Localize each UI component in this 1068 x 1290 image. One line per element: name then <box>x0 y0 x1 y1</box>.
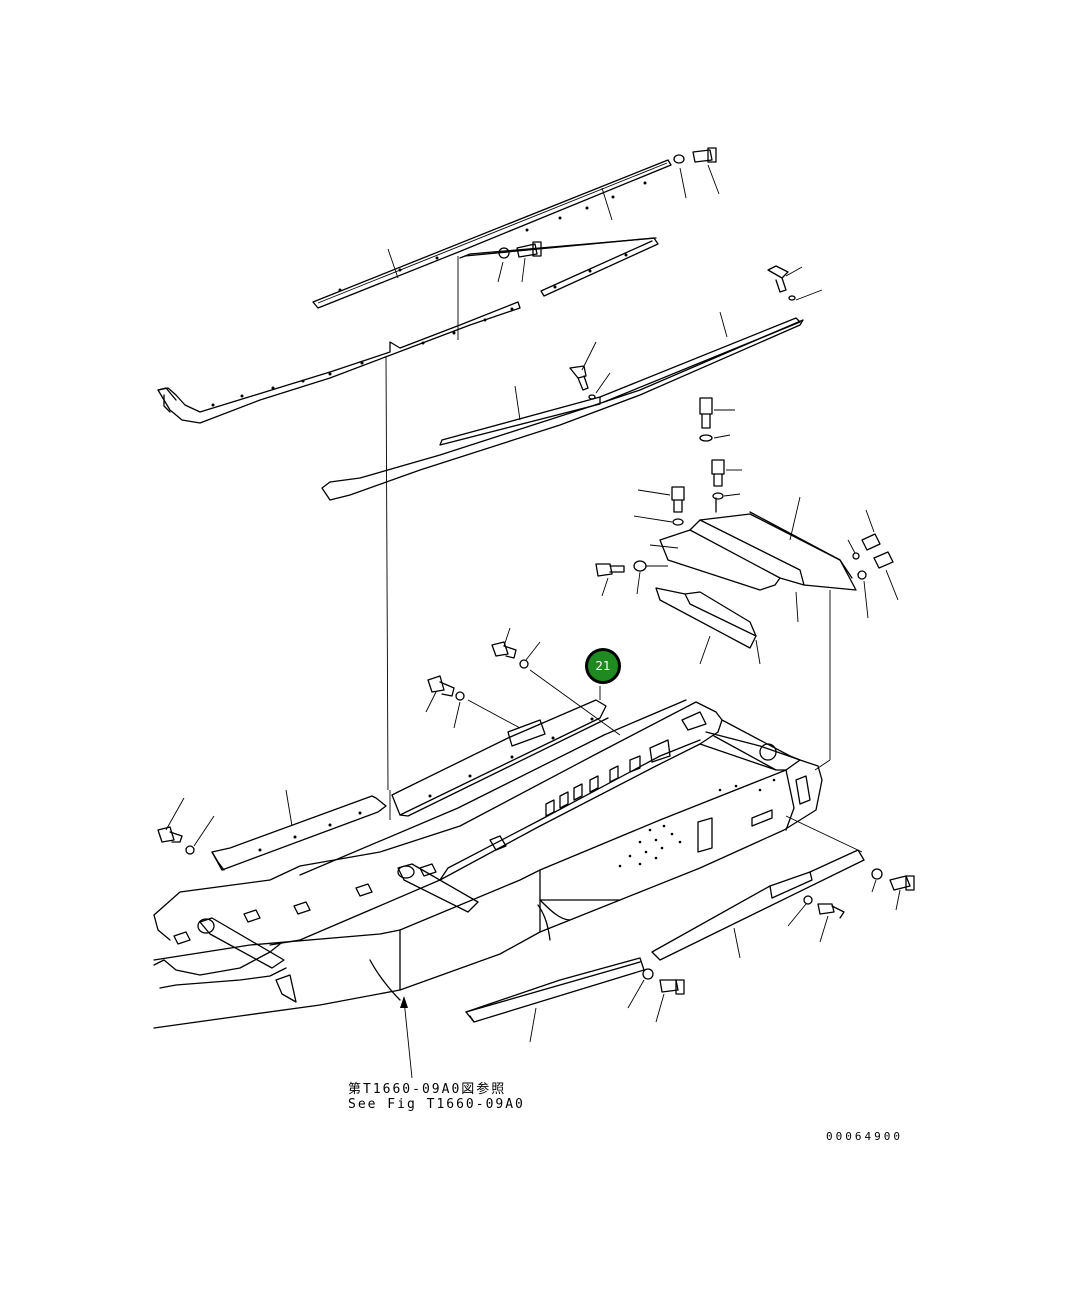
bracket-bolt-a <box>699 397 713 442</box>
bracket-bolt-b <box>711 459 725 500</box>
left-cover-plate <box>211 795 387 871</box>
upper-curved-cover <box>157 301 521 424</box>
cover-plate-21 <box>391 699 609 817</box>
bolt-washer-2 <box>498 241 542 259</box>
far-right-bolts <box>852 533 894 580</box>
middle-rail-bolt <box>569 365 596 400</box>
left-cover-bolt <box>157 826 195 855</box>
reference-en: See Fig T1660-09A0 <box>348 1097 525 1112</box>
cover-bolt-a <box>491 641 529 669</box>
reference-jp: 第T1660-09A0図参照 <box>348 1082 507 1097</box>
top-rail-strip <box>312 159 672 309</box>
right-lower-bolt-b <box>803 895 845 919</box>
main-track-frame <box>153 699 823 1029</box>
bottom-strip-bolt <box>642 968 685 995</box>
drawing-number: 00064900 <box>826 1130 903 1143</box>
rail-strip-2 <box>459 237 659 297</box>
upper-right-bolt <box>767 265 796 301</box>
callout-21[interactable]: 21 <box>585 648 621 684</box>
callout-21-label: 21 <box>595 659 611 673</box>
bracket-bolt-c <box>671 486 685 526</box>
cover-bolt-b <box>427 675 465 701</box>
top-rail-bolt <box>673 147 717 164</box>
bracket-side-bolt <box>595 560 647 577</box>
right-lower-bolt-a <box>871 868 915 891</box>
right-bracket-assembly <box>655 511 857 649</box>
middle-long-rail <box>321 317 804 501</box>
bottom-strip <box>465 957 645 1023</box>
